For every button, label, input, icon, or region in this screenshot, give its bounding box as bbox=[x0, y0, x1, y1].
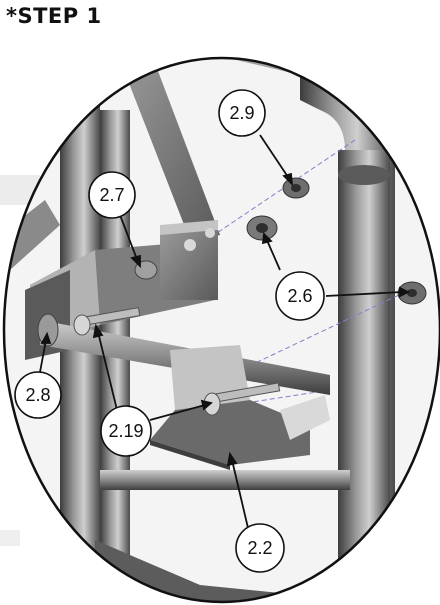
callout-2-19: 2.19 bbox=[100, 405, 152, 457]
cap-2-8 bbox=[37, 313, 59, 347]
callout-label: 2.8 bbox=[25, 385, 50, 405]
hardware bbox=[37, 177, 427, 416]
callout-2-6: 2.6 bbox=[275, 271, 325, 321]
step-title: *STEP 1 bbox=[6, 4, 102, 28]
detail-oval-outline bbox=[2, 56, 440, 604]
bottom-frame bbox=[95, 540, 350, 602]
callout-label: 2.2 bbox=[247, 538, 272, 558]
callout-2-8: 2.8 bbox=[14, 371, 62, 419]
callout-label: 2.19 bbox=[108, 421, 143, 441]
lower-bracket bbox=[150, 345, 330, 470]
callout-label: 2.9 bbox=[229, 103, 254, 123]
axis-lines bbox=[109, 139, 421, 411]
callout-label: 2.6 bbox=[287, 286, 312, 306]
callout-2-2: 2.2 bbox=[235, 523, 285, 573]
leader-lines bbox=[39, 134, 411, 529]
outer-frame-hint bbox=[0, 175, 40, 546]
callout-label: 2.7 bbox=[99, 185, 124, 205]
callout-2-9: 2.9 bbox=[218, 89, 266, 137]
callout-2-7: 2.7 bbox=[88, 171, 136, 219]
diagonal-brace bbox=[118, 58, 220, 240]
